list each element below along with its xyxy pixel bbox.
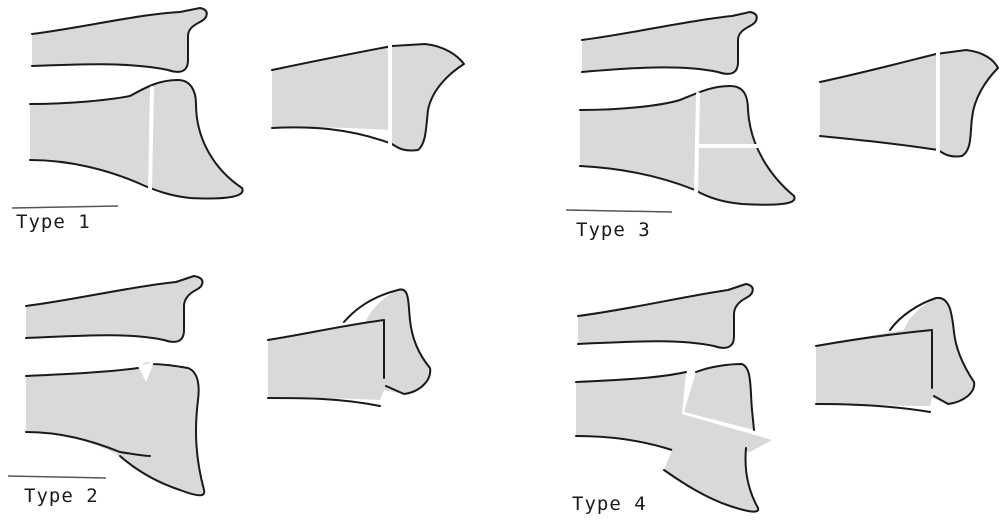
metacarpal-shaft [26,276,203,342]
ap-view [268,289,430,406]
panel-type-1: Type 1 [12,8,464,233]
panel-type-2: Type 2 [8,276,430,507]
phalanx-base [26,362,204,495]
ap-view [820,50,998,157]
ap-view [816,298,974,412]
lateral-view [30,8,243,199]
panel-label: Type 3 [576,219,651,241]
phalanx-base [30,80,243,199]
fracture-line [150,88,152,190]
panel-type-4: Type 4 [572,284,974,515]
panel-type-3: Type 3 [566,12,998,241]
panel-label: Type 4 [572,493,647,515]
ap-view [272,44,464,151]
lateral-view [26,276,204,495]
panel-label: Type 2 [24,485,99,507]
lateral-view [580,12,795,205]
lateral-view [576,284,772,512]
metacarpal-shaft [578,284,753,348]
metacarpal-shaft [582,12,757,74]
metacarpal-shaft [32,8,207,72]
fracture-line [696,94,698,194]
panel-label: Type 1 [16,211,91,233]
